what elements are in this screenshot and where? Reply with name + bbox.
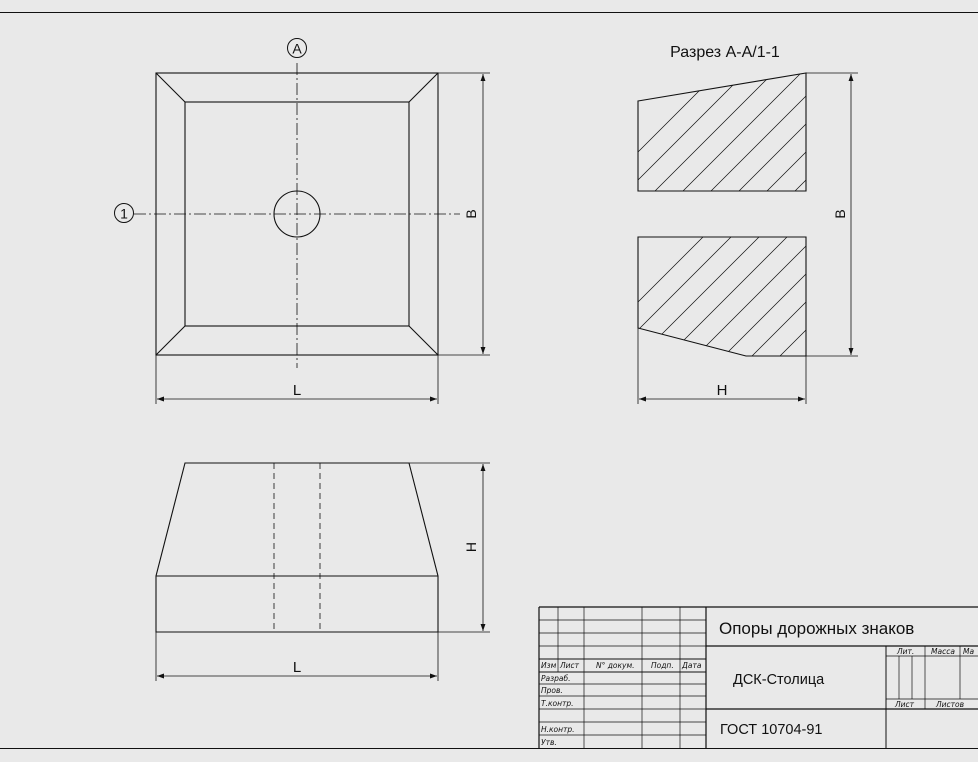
role-tkontr: Т.контр. [541,699,574,708]
dimension-label-h-section: H [717,382,728,399]
dimension-h-section [637,328,807,404]
dimension-b-plan [438,72,490,356]
header-doc: N° докум. [596,661,635,670]
info-scale: Ма [963,647,974,656]
dimension-l-plan [155,355,439,404]
section-upper-outline [637,72,807,192]
axis-label-1: 1 [120,206,128,222]
section-lower-outline [637,236,807,357]
front-view: H L [155,462,490,681]
dimension-b-section [806,72,858,357]
dimension-h-front [409,462,490,633]
role-nkontr: Н.контр. [541,725,575,734]
header-sign: Подп. [651,661,674,670]
dimension-label-l-plan: L [293,382,301,399]
info-sheets: Листов [935,700,964,709]
role-utv: Утв. [541,738,557,747]
role-razrab: Разраб. [541,674,570,683]
dimension-label-b-plan: B [463,209,479,218]
header-izm: Изм [541,661,557,670]
standard-number: ГОСТ 10704-91 [720,722,822,738]
info-lit: Лит. [896,647,914,656]
axis-label-a: A [292,41,302,57]
info-mass: Масса [931,647,955,656]
section-title: Разрез А-А/1-1 [670,44,780,61]
product-name: Опоры дорожных знаков [719,619,914,638]
title-block: Изм Лист N° докум. Подп. Дата Разраб. Пр… [538,606,978,748]
organization-name: ДСК-Столица [733,672,825,688]
dimension-label-b-section: B [832,209,848,218]
header-date: Дата [681,661,702,670]
info-sheet: Лист [894,700,915,709]
section-view: Разрез А-А/1-1 [637,44,858,404]
role-prov: Пров. [541,686,563,695]
plan-view: A 1 B L [114,38,490,404]
axis-marker-a: A [287,38,307,58]
axis-marker-1: 1 [114,203,134,223]
sheet-frame [0,12,978,749]
dimension-label-l-front: L [293,659,301,676]
dimension-l-front [155,632,439,681]
header-list: Лист [559,661,580,670]
dimension-label-h-front: H [463,542,479,552]
front-outline [155,462,439,633]
